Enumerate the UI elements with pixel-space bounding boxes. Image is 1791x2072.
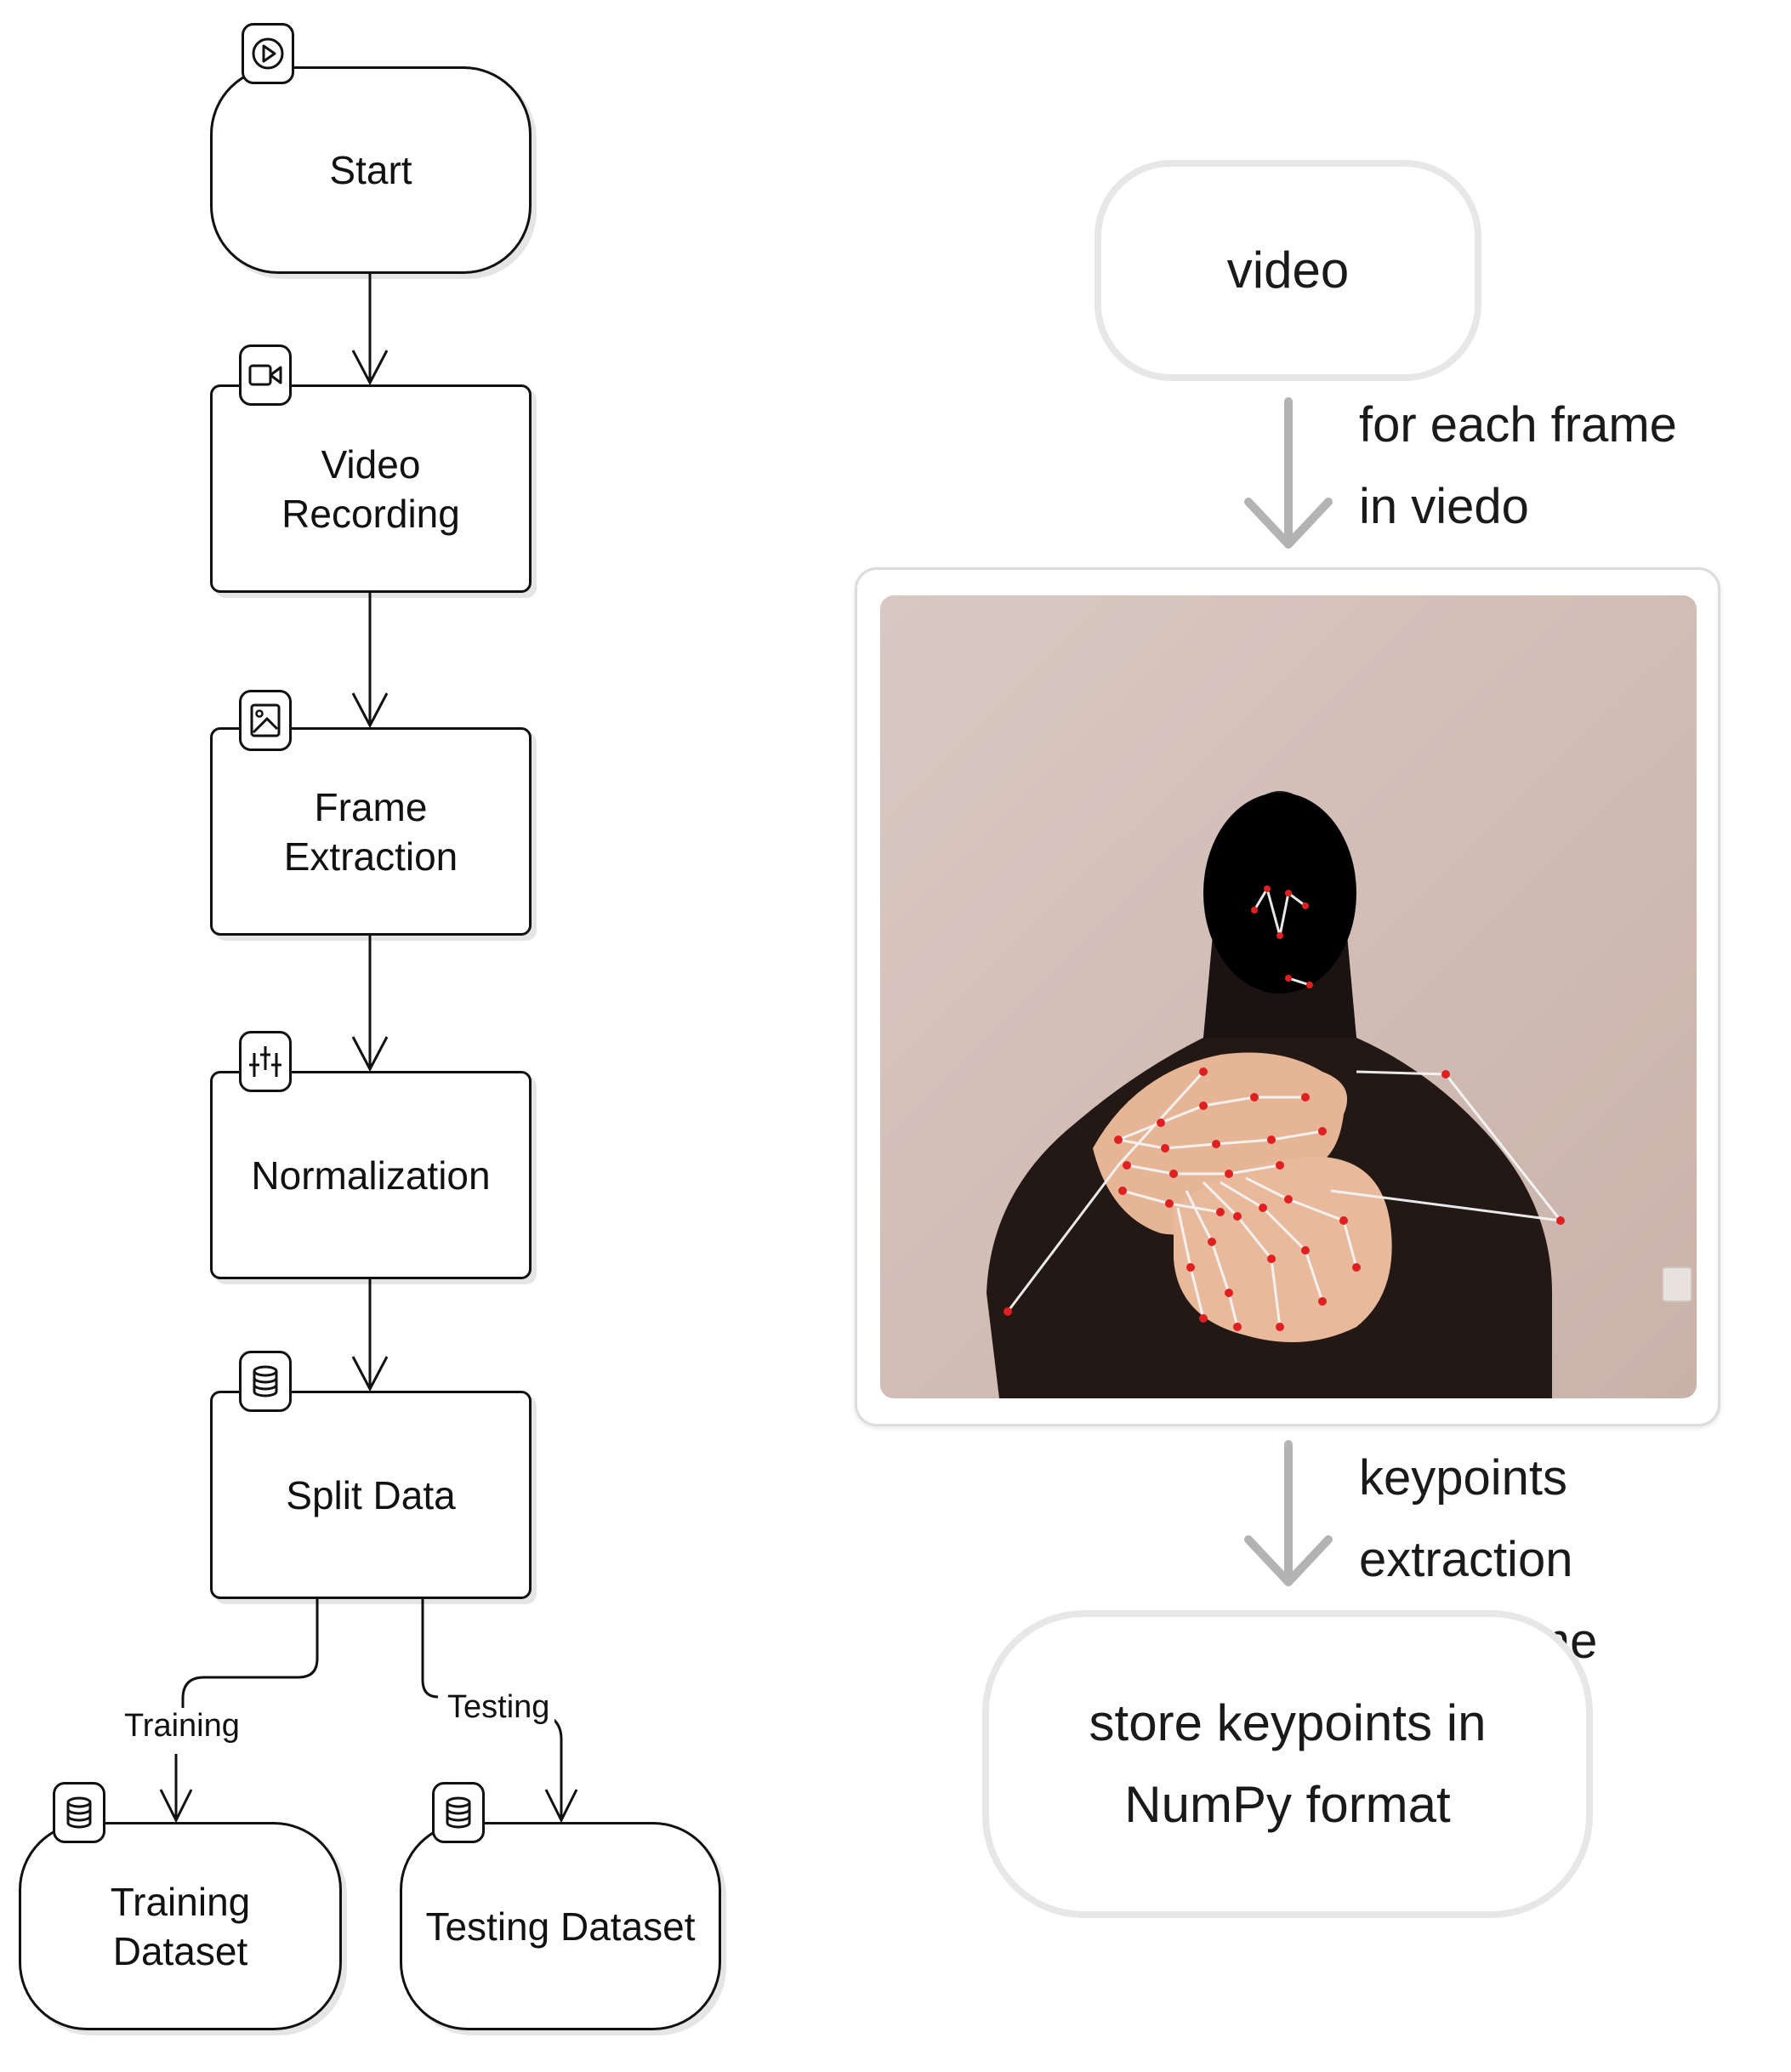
start-node: Start: [210, 66, 532, 274]
testing-dataset-label: Testing Dataset: [425, 1904, 696, 1949]
testing-dataset-node-badge: [432, 1782, 485, 1843]
frame-photo: [880, 595, 1697, 1398]
training-dataset-label: Training Dataset: [110, 1879, 251, 1973]
flowchart-connectors: [159, 274, 578, 1824]
training-dataset-node: Training Dataset: [19, 1822, 342, 2030]
database-icon: [446, 1796, 471, 1829]
video-recording-node: Video Recording: [210, 384, 532, 593]
image-icon: [250, 703, 281, 737]
store-keypoints-node: store keypoints in NumPy format: [982, 1610, 1593, 1918]
pipeline-arrows: [1244, 397, 1333, 1586]
normalization-node: Normalization: [210, 1071, 532, 1279]
start-node-badge: [242, 23, 294, 84]
play-icon: [252, 37, 284, 70]
video-recording-label: Video Recording: [281, 441, 460, 536]
start-label: Start: [329, 148, 412, 192]
frame-extraction-node: Frame Extraction: [210, 727, 532, 936]
video-recording-node-badge: [239, 344, 292, 406]
sliders-icon: [249, 1046, 281, 1077]
database-icon: [66, 1796, 92, 1829]
video-label: video: [1226, 242, 1350, 299]
split-data-node-badge: [239, 1351, 292, 1412]
normalization-label: Normalization: [251, 1153, 491, 1198]
video-camera-icon: [248, 364, 282, 386]
frame-extraction-node-badge: [239, 690, 292, 751]
split-data-label: Split Data: [286, 1472, 456, 1517]
video-node: video: [1094, 160, 1481, 381]
testing-edge-label: Testing: [442, 1689, 555, 1726]
training-dataset-node-badge: [53, 1782, 105, 1843]
store-keypoints-label: store keypoints in NumPy format: [1089, 1694, 1487, 1833]
for-each-frame-label: for each frame in viedo: [1359, 397, 1677, 534]
split-data-node: Split Data: [210, 1391, 532, 1599]
frame-extraction-label: Frame Extraction: [283, 784, 458, 879]
training-edge-label: Training: [119, 1708, 245, 1745]
normalization-node-badge: [239, 1031, 292, 1092]
testing-dataset-node: Testing Dataset: [400, 1822, 721, 2030]
database-icon: [253, 1365, 278, 1397]
